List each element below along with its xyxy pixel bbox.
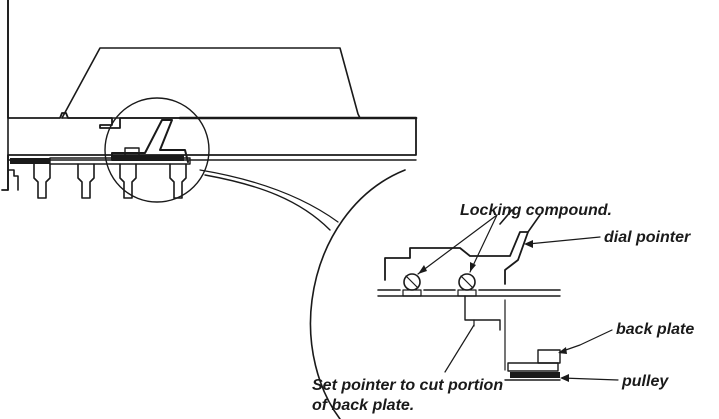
back-plate-block bbox=[537, 349, 561, 364]
chassis-body bbox=[1, 0, 417, 191]
pulley-block bbox=[507, 362, 559, 372]
base-strip bbox=[10, 158, 50, 164]
pulley-block-fill bbox=[510, 372, 560, 378]
back-plate-label: back plate bbox=[616, 321, 694, 338]
detail-leader-line-2 bbox=[199, 169, 339, 223]
detail-leader-line bbox=[204, 174, 331, 231]
dial-pointer-bracket bbox=[384, 231, 529, 285]
set-pointer-label-line2: of back plate. bbox=[312, 397, 414, 414]
cut-portion-bracket bbox=[464, 295, 501, 331]
locking-compound-label: Locking compound. bbox=[460, 202, 612, 219]
detail-circle-small bbox=[104, 97, 210, 203]
set-pointer-leader bbox=[444, 324, 475, 373]
knob bbox=[169, 163, 187, 199]
knob-row bbox=[33, 163, 187, 199]
top-housing bbox=[61, 47, 361, 119]
screw-right bbox=[457, 273, 477, 297]
pointer-lock bbox=[124, 147, 140, 157]
enlarged-detail bbox=[309, 169, 619, 419]
dial-pointer-label: dial pointer bbox=[604, 229, 691, 246]
pulley-label: pulley bbox=[621, 373, 669, 390]
screw-left bbox=[402, 273, 422, 297]
set-pointer-label-line1: Set pointer to cut portion bbox=[312, 377, 503, 394]
dial-pointer-arm bbox=[499, 209, 541, 233]
locking-compound-arrows bbox=[417, 214, 498, 275]
knob bbox=[33, 163, 51, 199]
pulley-arrow bbox=[560, 374, 619, 382]
back-plate-arrow bbox=[558, 329, 613, 354]
detail-circle-large bbox=[309, 169, 406, 419]
knob bbox=[119, 163, 137, 199]
chassis-bottom-lip bbox=[7, 154, 417, 161]
knob bbox=[77, 163, 95, 199]
dial-pointer-arrow bbox=[524, 236, 601, 248]
pointer-mechanism bbox=[111, 119, 189, 163]
chassis-assembly bbox=[1, 0, 418, 231]
